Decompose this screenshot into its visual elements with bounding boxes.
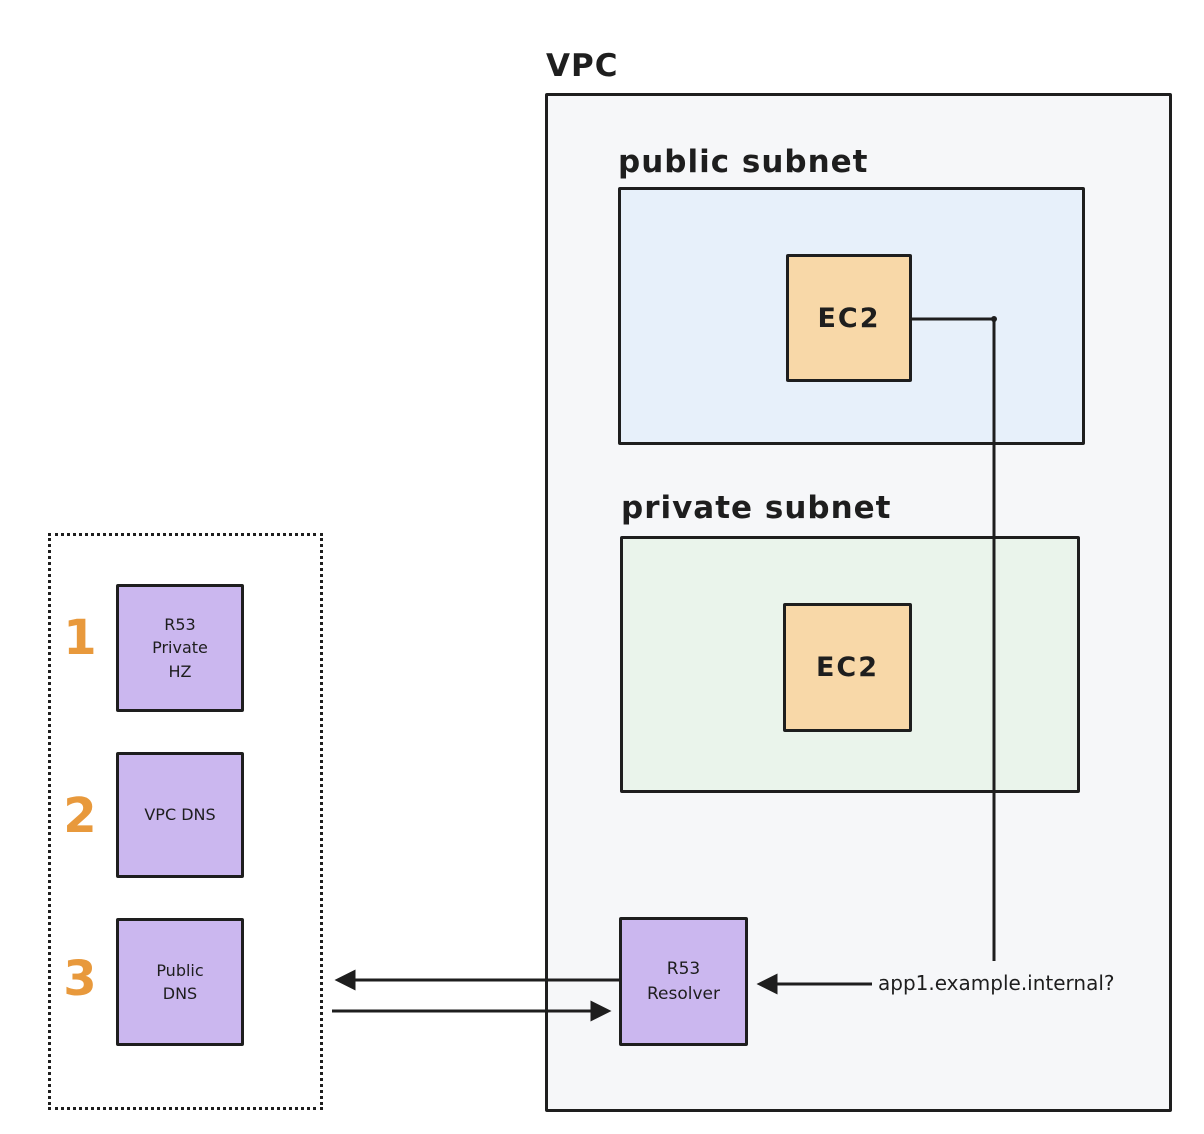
vpc-dns-label: VPC DNS bbox=[144, 805, 216, 825]
public-dns-box: Public DNS bbox=[116, 918, 244, 1046]
vpc-label: VPC bbox=[546, 48, 619, 84]
r53-private-hz-box: R53 Private HZ bbox=[116, 584, 244, 712]
step-2-number: 2 bbox=[63, 788, 97, 844]
private-subnet-label: private subnet bbox=[621, 490, 892, 526]
r53-resolver-label: R53 Resolver bbox=[647, 958, 720, 1004]
ec2-private-box: EC2 bbox=[783, 603, 912, 732]
public-subnet-label: public subnet bbox=[618, 144, 869, 180]
r53-resolver-box: R53 Resolver bbox=[619, 917, 748, 1046]
dns-group-box bbox=[48, 533, 323, 1110]
step-1-number: 1 bbox=[63, 610, 97, 666]
ec2-public-label: EC2 bbox=[817, 302, 881, 334]
step-3-number: 3 bbox=[63, 951, 97, 1007]
r53-private-hz-label: R53 Private HZ bbox=[152, 615, 208, 681]
public-dns-label: Public DNS bbox=[156, 960, 204, 1003]
ec2-private-label: EC2 bbox=[815, 652, 880, 683]
ec2-public-box: EC2 bbox=[786, 254, 912, 382]
vpc-dns-box: VPC DNS bbox=[116, 752, 244, 878]
dns-query-label: app1.example.internal? bbox=[878, 971, 1115, 995]
